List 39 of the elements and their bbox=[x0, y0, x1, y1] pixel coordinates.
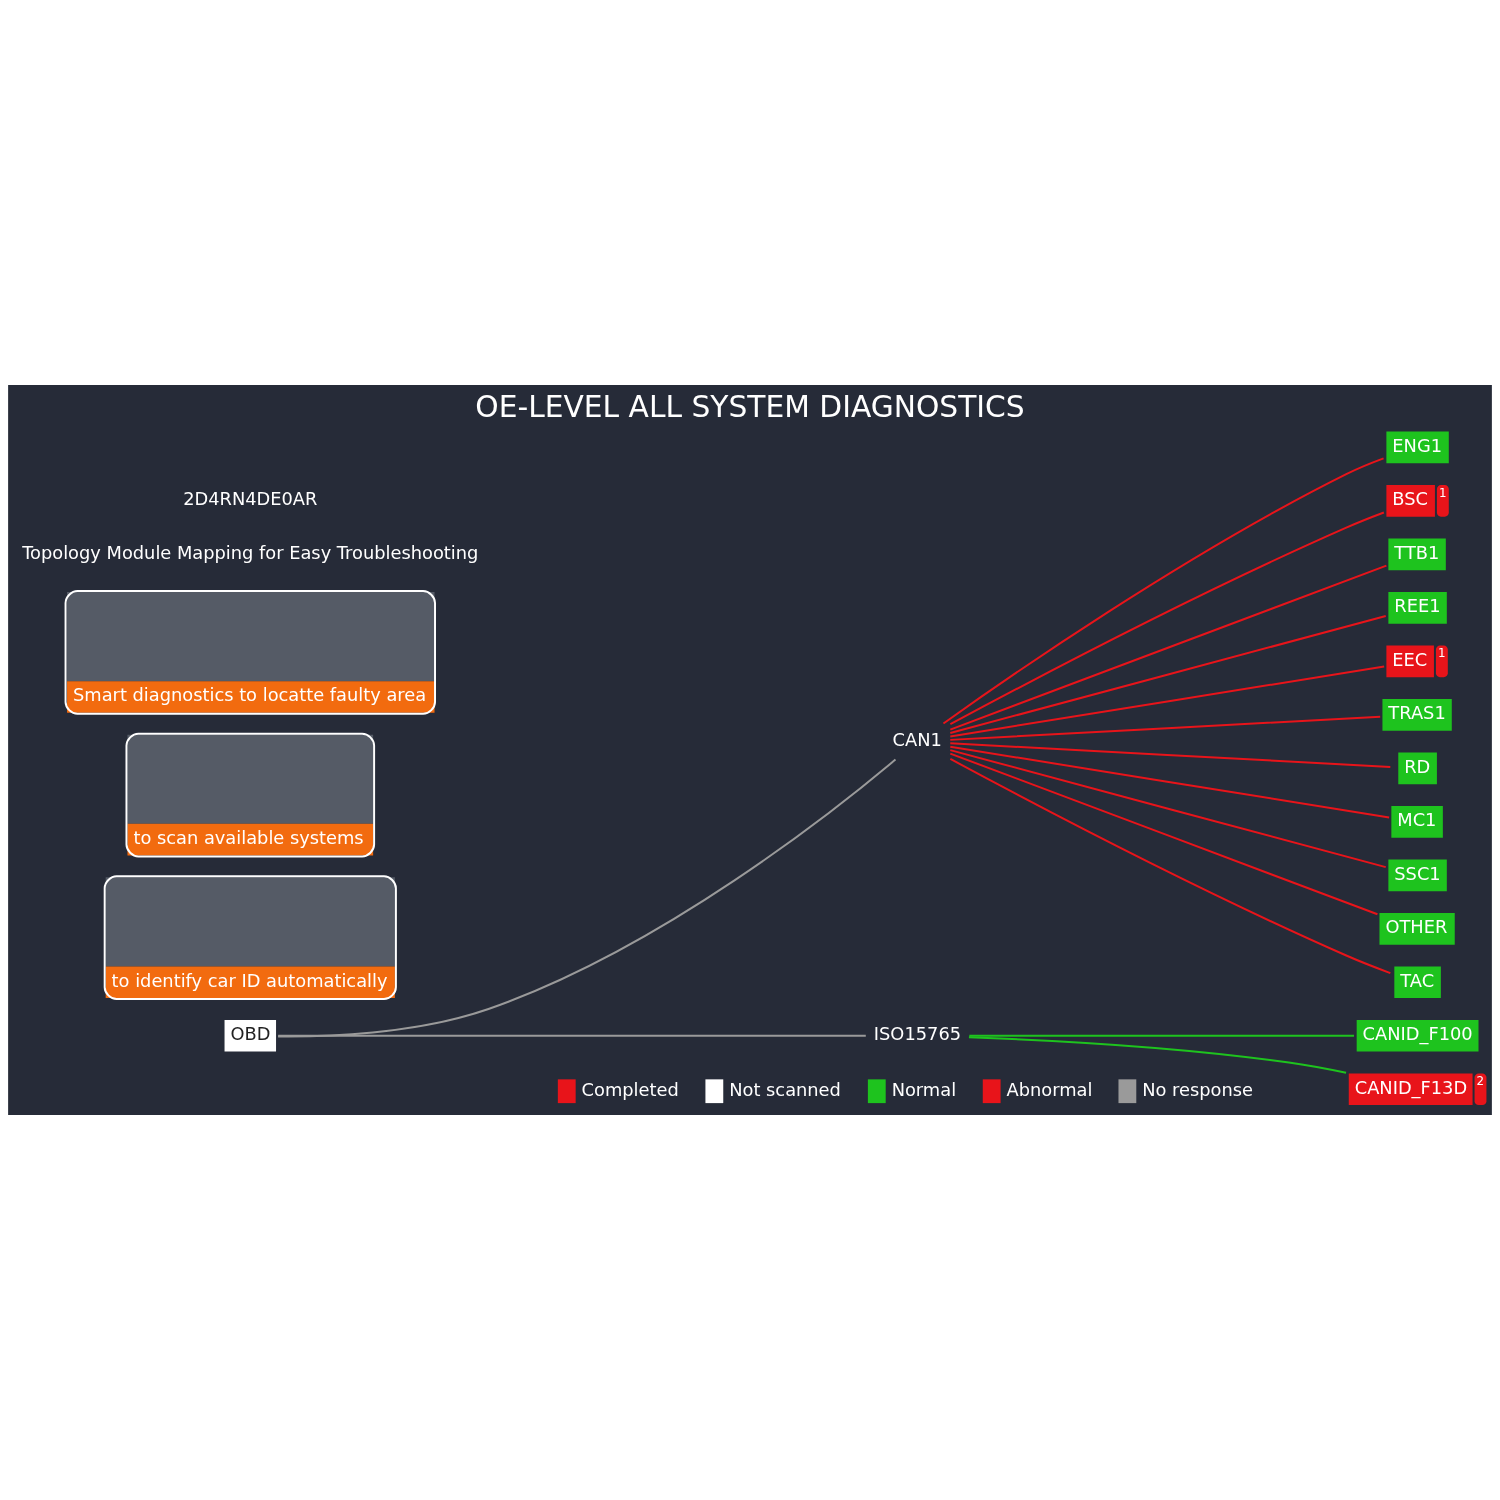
node-box: SSC1 bbox=[1388, 859, 1447, 892]
node-box: RD bbox=[1398, 752, 1437, 785]
node-box: TAC bbox=[1394, 966, 1441, 999]
node-label: 1 bbox=[1438, 485, 1447, 500]
node-box: OBD bbox=[224, 1019, 277, 1052]
connector bbox=[949, 511, 1385, 726]
label: 2D4RN4DE0AR bbox=[183, 488, 318, 510]
connector bbox=[949, 742, 1392, 768]
connector bbox=[277, 1034, 867, 1037]
node-box: CANID_F100 bbox=[1356, 1019, 1479, 1052]
connector bbox=[277, 758, 897, 1038]
connector bbox=[949, 665, 1386, 738]
legend-label: Abnormal bbox=[1006, 1078, 1093, 1100]
connector bbox=[949, 745, 1391, 819]
connector bbox=[949, 749, 1387, 869]
node-box: ENG1 bbox=[1386, 431, 1449, 464]
legend-label: Not scanned bbox=[729, 1078, 841, 1100]
legend-label: Normal bbox=[891, 1078, 957, 1100]
legend-label: No response bbox=[1142, 1078, 1254, 1100]
node-box: OTHER bbox=[1379, 912, 1455, 945]
legend-label: Completed bbox=[581, 1078, 679, 1100]
label: Topology Module Mapping for Easy Troubleshooting bbox=[22, 541, 479, 563]
connector bbox=[949, 752, 1379, 916]
node-box: TRAS1 bbox=[1382, 699, 1452, 731]
node-box: TTB1 bbox=[1388, 538, 1446, 571]
connector bbox=[942, 457, 1385, 725]
connector bbox=[949, 564, 1388, 731]
connector bbox=[968, 1034, 1356, 1037]
connector bbox=[949, 757, 1392, 975]
connector bbox=[967, 1036, 1348, 1074]
diagram-title: OE-LEVEL ALL SYSTEM DIAGNOSTICS bbox=[475, 388, 1025, 424]
node-label: 2 bbox=[1476, 1073, 1485, 1088]
node-box: REE1 bbox=[1388, 592, 1447, 624]
connector bbox=[949, 615, 1387, 734]
node-box: MC1 bbox=[1391, 805, 1443, 838]
node-label: 1 bbox=[1437, 645, 1446, 660]
connector bbox=[949, 715, 1382, 741]
node-text: ISO15765 bbox=[873, 1023, 962, 1045]
node-text: CAN1 bbox=[892, 728, 942, 750]
